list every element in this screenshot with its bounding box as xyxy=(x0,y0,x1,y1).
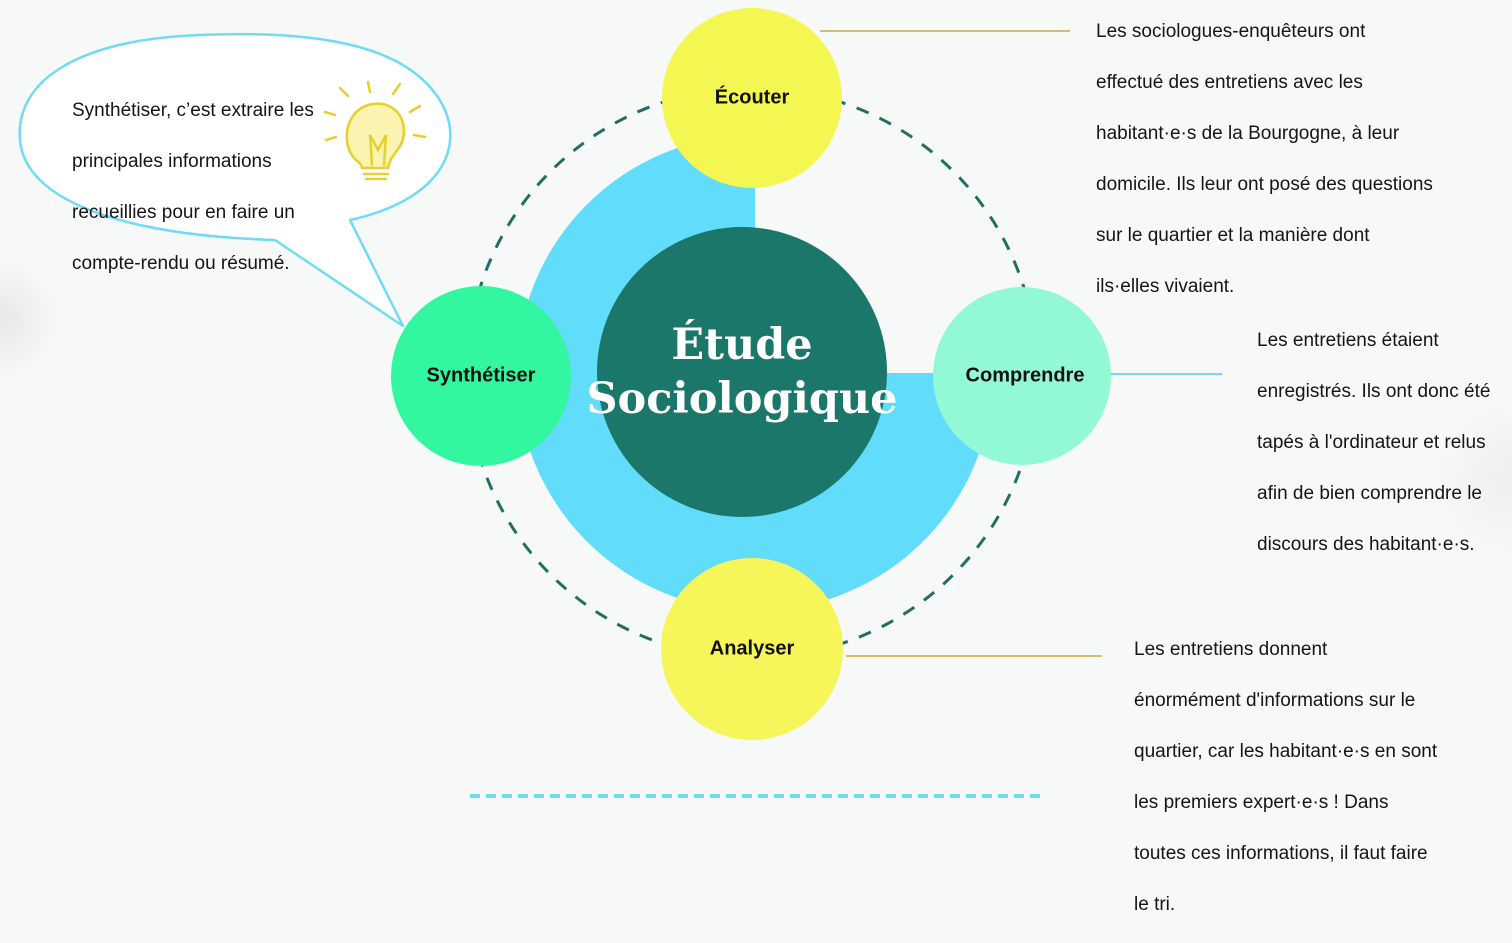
note-line: énormément d'informations sur le xyxy=(1134,689,1416,711)
note-line: compte-rendu ou résumé. xyxy=(72,252,290,274)
step-circle-ecouter xyxy=(662,8,842,188)
step-label-synthetiser: Synthétiser xyxy=(426,364,536,387)
step-label-analyser: Analyser xyxy=(709,637,795,660)
step-circle-synthetiser xyxy=(391,286,571,466)
note-line: Les entretiens donnent xyxy=(1134,638,1328,660)
note-line: sur le quartier et la manière dont xyxy=(1096,224,1370,246)
note-ecouter: Les sociologues-enquêteurs ont effectué … xyxy=(1096,0,1433,325)
diagram-canvas xyxy=(18,8,1222,798)
center-circle xyxy=(597,227,887,517)
note-line: effectué des entretiens avec les xyxy=(1096,71,1363,93)
center-title: Étude Sociologique xyxy=(586,318,897,426)
note-line: tapés à l'ordinateur et relus xyxy=(1257,431,1486,453)
step-circle-comprendre xyxy=(933,287,1111,465)
step-label-comprendre: Comprendre xyxy=(965,364,1085,387)
note-line: ils·elles vivaient. xyxy=(1096,275,1235,297)
note-line: afin de bien comprendre le xyxy=(1257,482,1482,504)
center-title-line2: Sociologique xyxy=(586,374,898,424)
note-line: enregistrés. Ils ont donc été xyxy=(1257,380,1491,402)
center-title-line1: Étude xyxy=(671,320,813,370)
note-line: quartier, car les habitant·e·s en sont xyxy=(1134,740,1438,762)
note-line: recueillies pour en faire un xyxy=(72,201,295,223)
note-synthetiser: Synthétiser, c’est extraire les principa… xyxy=(72,72,314,302)
note-line: habitant·e·s de la Bourgogne, à leur xyxy=(1096,122,1400,144)
step-label-ecouter: Écouter xyxy=(714,86,790,109)
note-line: Les entretiens étaient xyxy=(1257,329,1439,351)
callout-bubble xyxy=(18,32,452,328)
note-line: domicile. Ils leur ont posé des question… xyxy=(1096,173,1433,195)
note-comprendre: Les entretiens étaient enregistrés. Ils … xyxy=(1257,302,1490,583)
note-line: Les sociologues-enquêteurs ont xyxy=(1096,20,1366,42)
step-circle-analyser xyxy=(661,558,843,740)
note-analyser: Les entretiens donnent énormément d'info… xyxy=(1134,611,1437,943)
note-line: les premiers expert·e·s ! Dans xyxy=(1134,791,1389,813)
note-line: principales informations xyxy=(72,150,272,172)
note-line: toutes ces informations, il faut faire xyxy=(1134,842,1428,864)
note-line: le tri. xyxy=(1134,893,1176,915)
note-line: discours des habitant·e·s. xyxy=(1257,533,1475,555)
lightbulb-icon xyxy=(323,80,427,181)
note-line: Synthétiser, c’est extraire les xyxy=(72,99,314,121)
